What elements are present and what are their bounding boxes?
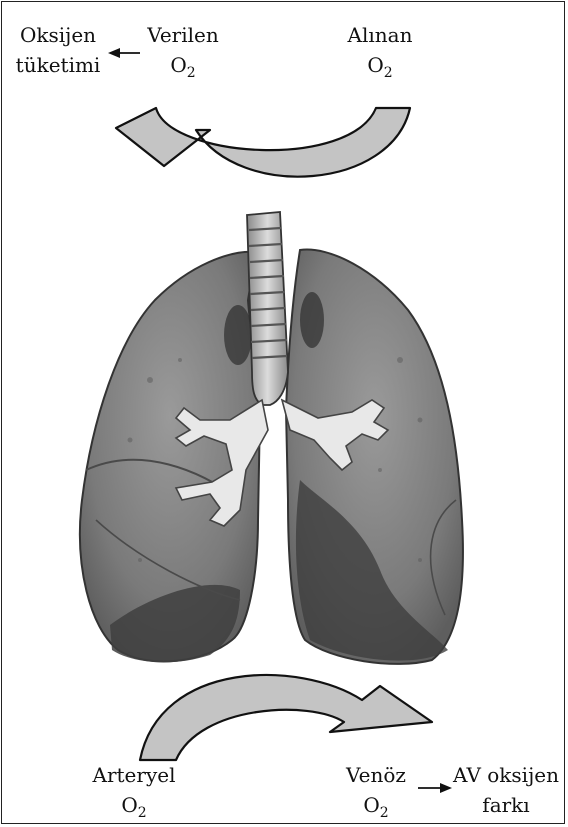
- alinan-word: Alınan: [335, 20, 425, 50]
- top-curved-arrow: [116, 108, 410, 177]
- verilen-o2-label: Verilen O2: [138, 20, 228, 83]
- bottom-curved-arrow: [140, 675, 432, 760]
- av-oksijen-farki-label: AV oksijen farkı: [450, 760, 562, 820]
- bottom-small-arrow: [418, 783, 452, 793]
- arteryel-o2-label: Arteryel O2: [84, 760, 184, 823]
- venoz-o2-label: Venöz O2: [336, 760, 416, 823]
- verilen-word: Verilen: [138, 20, 228, 50]
- arteryel-word: Arteryel: [84, 760, 184, 790]
- venoz-word: Venöz: [336, 760, 416, 790]
- alinan-o2-label: Alınan O2: [335, 20, 425, 83]
- arteryel-o2: O2: [84, 790, 184, 823]
- oksijen-tuketimi-line2: tüketimi: [10, 50, 106, 80]
- venoz-o2: O2: [336, 790, 416, 823]
- alinan-o2: O2: [335, 50, 425, 83]
- oksijen-tuketimi-label: Oksijen tüketimi: [10, 20, 106, 80]
- top-small-arrow: [108, 48, 140, 58]
- lungs-illustration: [80, 212, 463, 664]
- av-farki-line2: farkı: [450, 790, 562, 820]
- verilen-o2: O2: [138, 50, 228, 83]
- av-farki-line1: AV oksijen: [450, 760, 562, 790]
- oksijen-tuketimi-line1: Oksijen: [10, 20, 106, 50]
